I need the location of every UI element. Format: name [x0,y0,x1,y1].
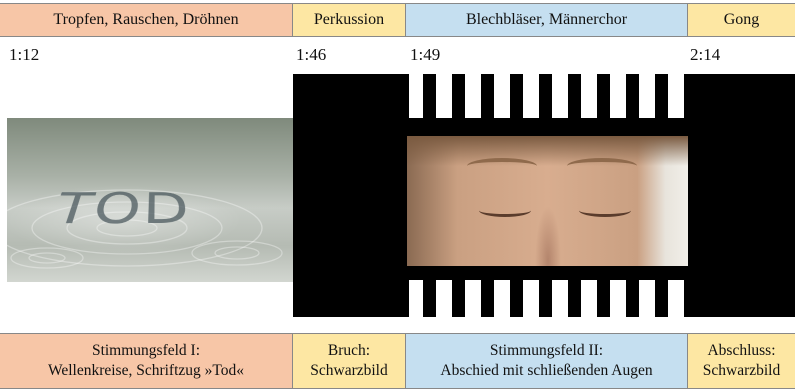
left-closed-eye [479,204,531,217]
description-4-line-2: Schwarzbild [703,361,780,381]
timestamp-4: 2:14 [690,45,720,65]
sound-segment-2: Perkussion [293,4,406,36]
description-segment-3: Stimmungsfeld II: Abschied mit schließen… [406,334,688,388]
description-band: Stimmungsfeld I: Wellenkreise, Schriftzu… [0,333,795,389]
description-2-line-1: Bruch: [328,341,370,361]
hair-shape [407,136,688,166]
black-frame-break [293,74,407,317]
right-closed-eye [579,204,631,217]
description-1-line-2: Wellenkreise, Schriftzug »Tod« [48,361,244,381]
timestamp-3: 1:49 [410,45,440,65]
description-segment-2: Bruch: Schwarzbild [293,334,406,388]
description-2-line-2: Schwarzbild [310,361,387,381]
left-eyebrow [467,158,537,174]
description-1-line-1: Stimmungsfeld I: [92,341,200,361]
sound-band: Tropfen, Rauschen, Dröhnen Perkussion Bl… [0,3,795,37]
sound-segment-4: Gong [688,4,795,36]
timestamp-2: 1:46 [296,45,326,65]
description-4-line-1: Abschluss: [707,341,775,361]
timestamp-1: 1:12 [9,45,39,65]
water-ripples-image: TOD [7,118,293,282]
water-word: TOD [45,185,194,235]
closing-eyes-face-image [407,136,688,266]
black-frame-end [688,74,795,317]
right-eyebrow [567,158,637,174]
description-3-line-2: Abschied mit schließenden Augen [440,361,652,381]
description-3-line-1: Stimmungsfeld II: [490,341,603,361]
description-segment-1: Stimmungsfeld I: Wellenkreise, Schriftzu… [0,334,293,388]
sound-segment-1: Tropfen, Rauschen, Dröhnen [0,4,293,36]
description-segment-4: Abschluss: Schwarzbild [688,334,795,388]
sound-segment-3: Blechbläser, Männerchor [406,4,688,36]
nose-shape [535,206,561,266]
